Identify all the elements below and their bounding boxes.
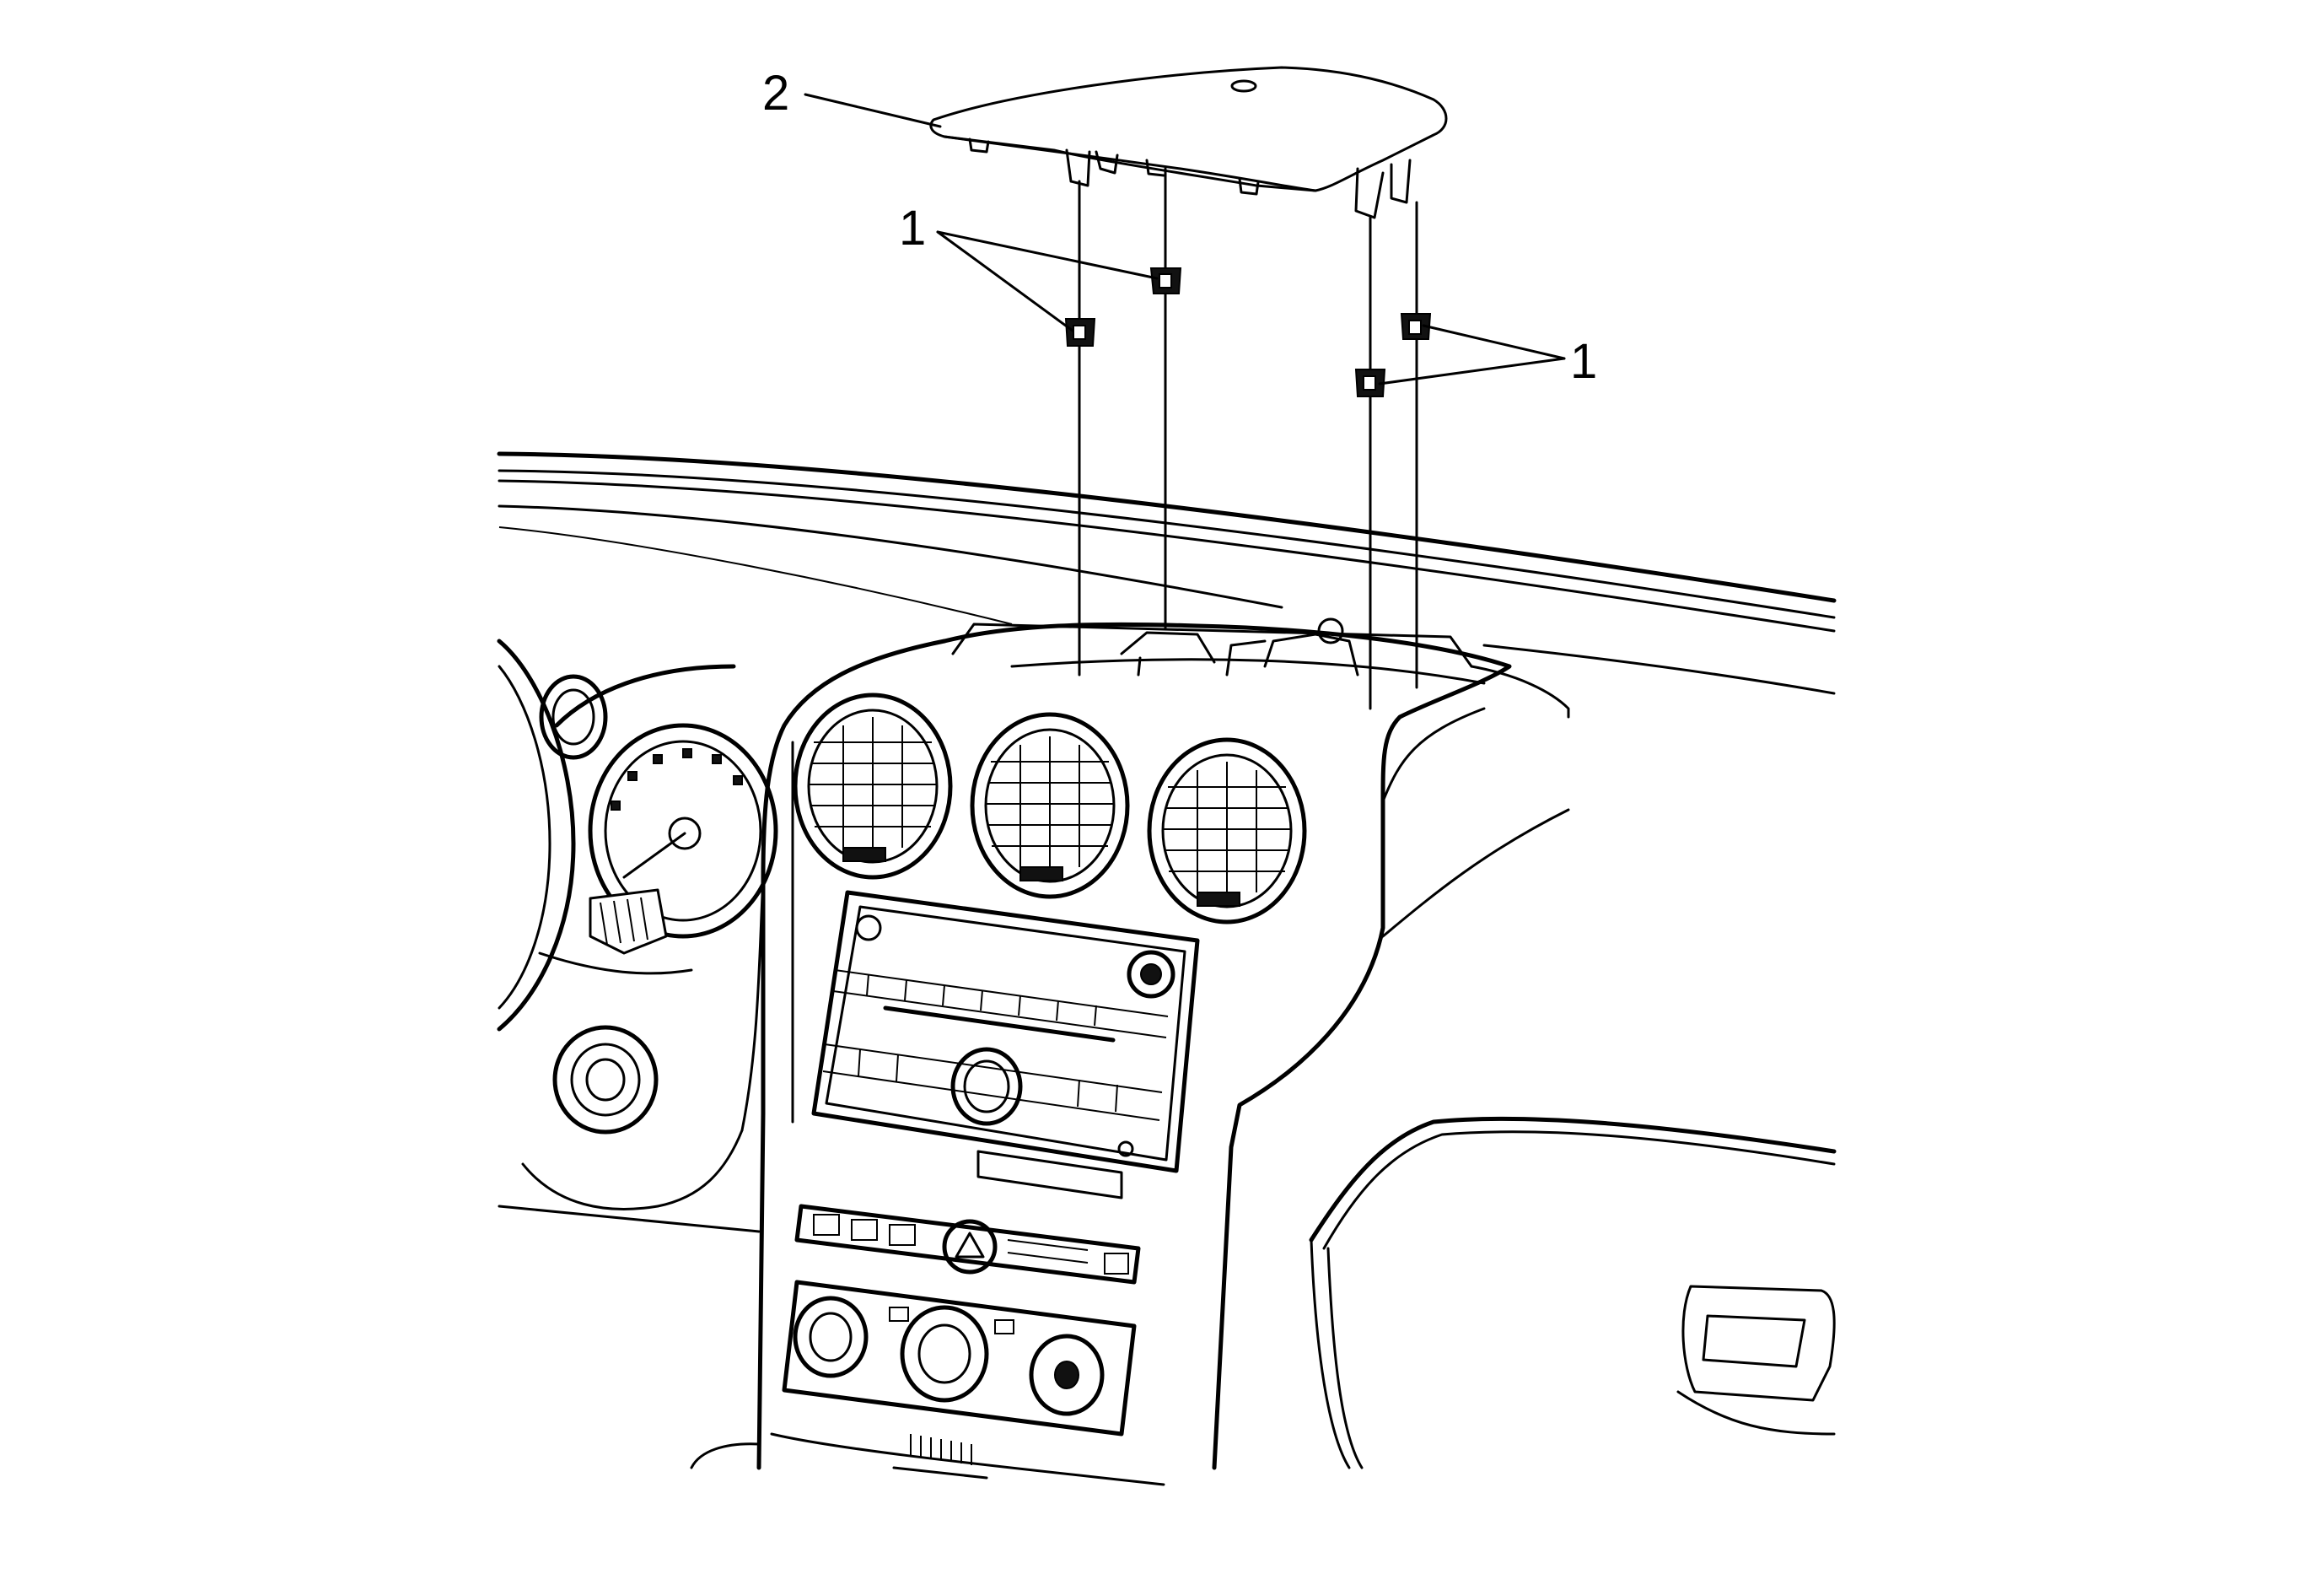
leader-lines	[804, 93, 1566, 385]
retainer-clip	[1149, 267, 1182, 294]
guide-lines	[1078, 167, 1418, 710]
air-vent-left	[793, 693, 953, 880]
top-trim-panel	[929, 66, 1448, 219]
radio-unit	[811, 890, 1200, 1199]
air-vent-right	[1147, 737, 1307, 924]
callout-1-right: 1	[1570, 334, 1597, 389]
lower-console	[690, 1432, 1165, 1486]
switch-panel	[794, 1204, 1141, 1285]
dashboard-upper-edge	[497, 451, 1837, 695]
dashboard-right-edge	[1381, 665, 1570, 938]
retainer-clip	[1354, 369, 1386, 397]
center-stack-bezel	[756, 617, 1512, 1470]
retainer-clip	[1400, 313, 1432, 340]
instrument-cluster	[497, 639, 778, 1233]
callout-2: 2	[762, 66, 789, 121]
air-vent-center	[970, 712, 1130, 899]
callout-1-left: 1	[899, 201, 926, 256]
retainer-clip	[1064, 318, 1096, 347]
glove-box	[1309, 1116, 1837, 1469]
hvac-controls	[782, 1280, 1137, 1437]
